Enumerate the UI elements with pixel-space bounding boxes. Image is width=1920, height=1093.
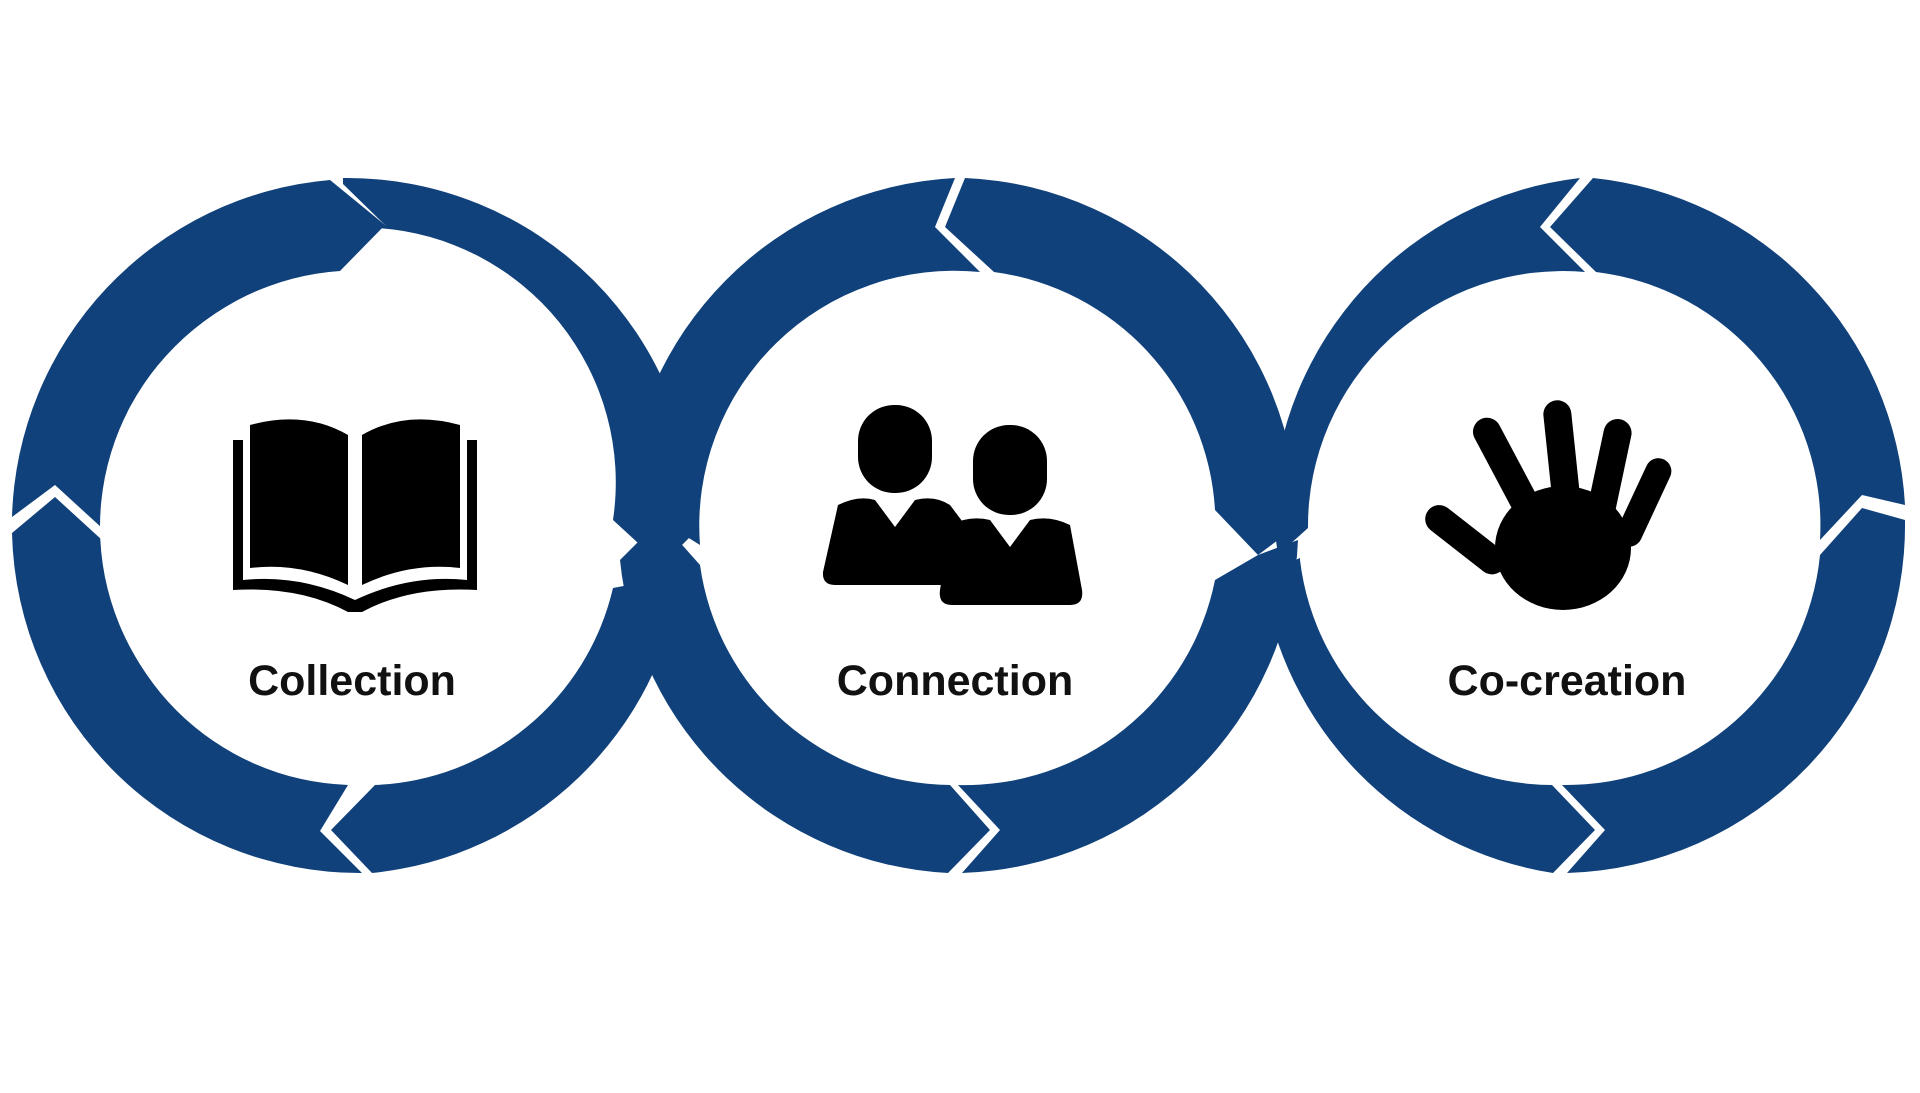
stage-label-co-creation: Co-creation — [1448, 657, 1687, 705]
connection-ring-arc-bottom-left — [620, 520, 990, 873]
stage-co-creation: Co-creation — [1262, 178, 1906, 873]
people-icon — [822, 405, 1083, 605]
collection-inner-disc — [100, 272, 610, 782]
open-book-icon — [233, 419, 477, 612]
stage-label-connection: Connection — [837, 657, 1073, 705]
hand-icon — [1425, 400, 1672, 610]
stage-collection: Collection — [12, 177, 696, 874]
collection-ring-arc-bottom-right — [331, 575, 682, 873]
collection-ring-arc-bottom-left — [12, 497, 362, 874]
stage-label-collection: Collection — [248, 657, 456, 705]
connection-ring-arc-top-left — [625, 178, 980, 545]
co-creation-ring-arc-top-right — [1550, 178, 1905, 540]
connection-ring-arc-top-right — [945, 178, 1298, 555]
co-creation-ring-arc-bottom-left — [1262, 558, 1595, 873]
co-creation-ring-arc-top-left — [1272, 178, 1585, 555]
collection-ring-arc-top-left — [12, 180, 385, 528]
connection-cycle-ring — [620, 178, 1298, 873]
stage-connection: Connection — [620, 178, 1298, 873]
connection-ring-arc-bottom-right — [958, 540, 1298, 873]
co-creation-ring-arc-bottom-right — [1562, 508, 1906, 873]
co-creation-cycle-ring — [1262, 178, 1906, 873]
